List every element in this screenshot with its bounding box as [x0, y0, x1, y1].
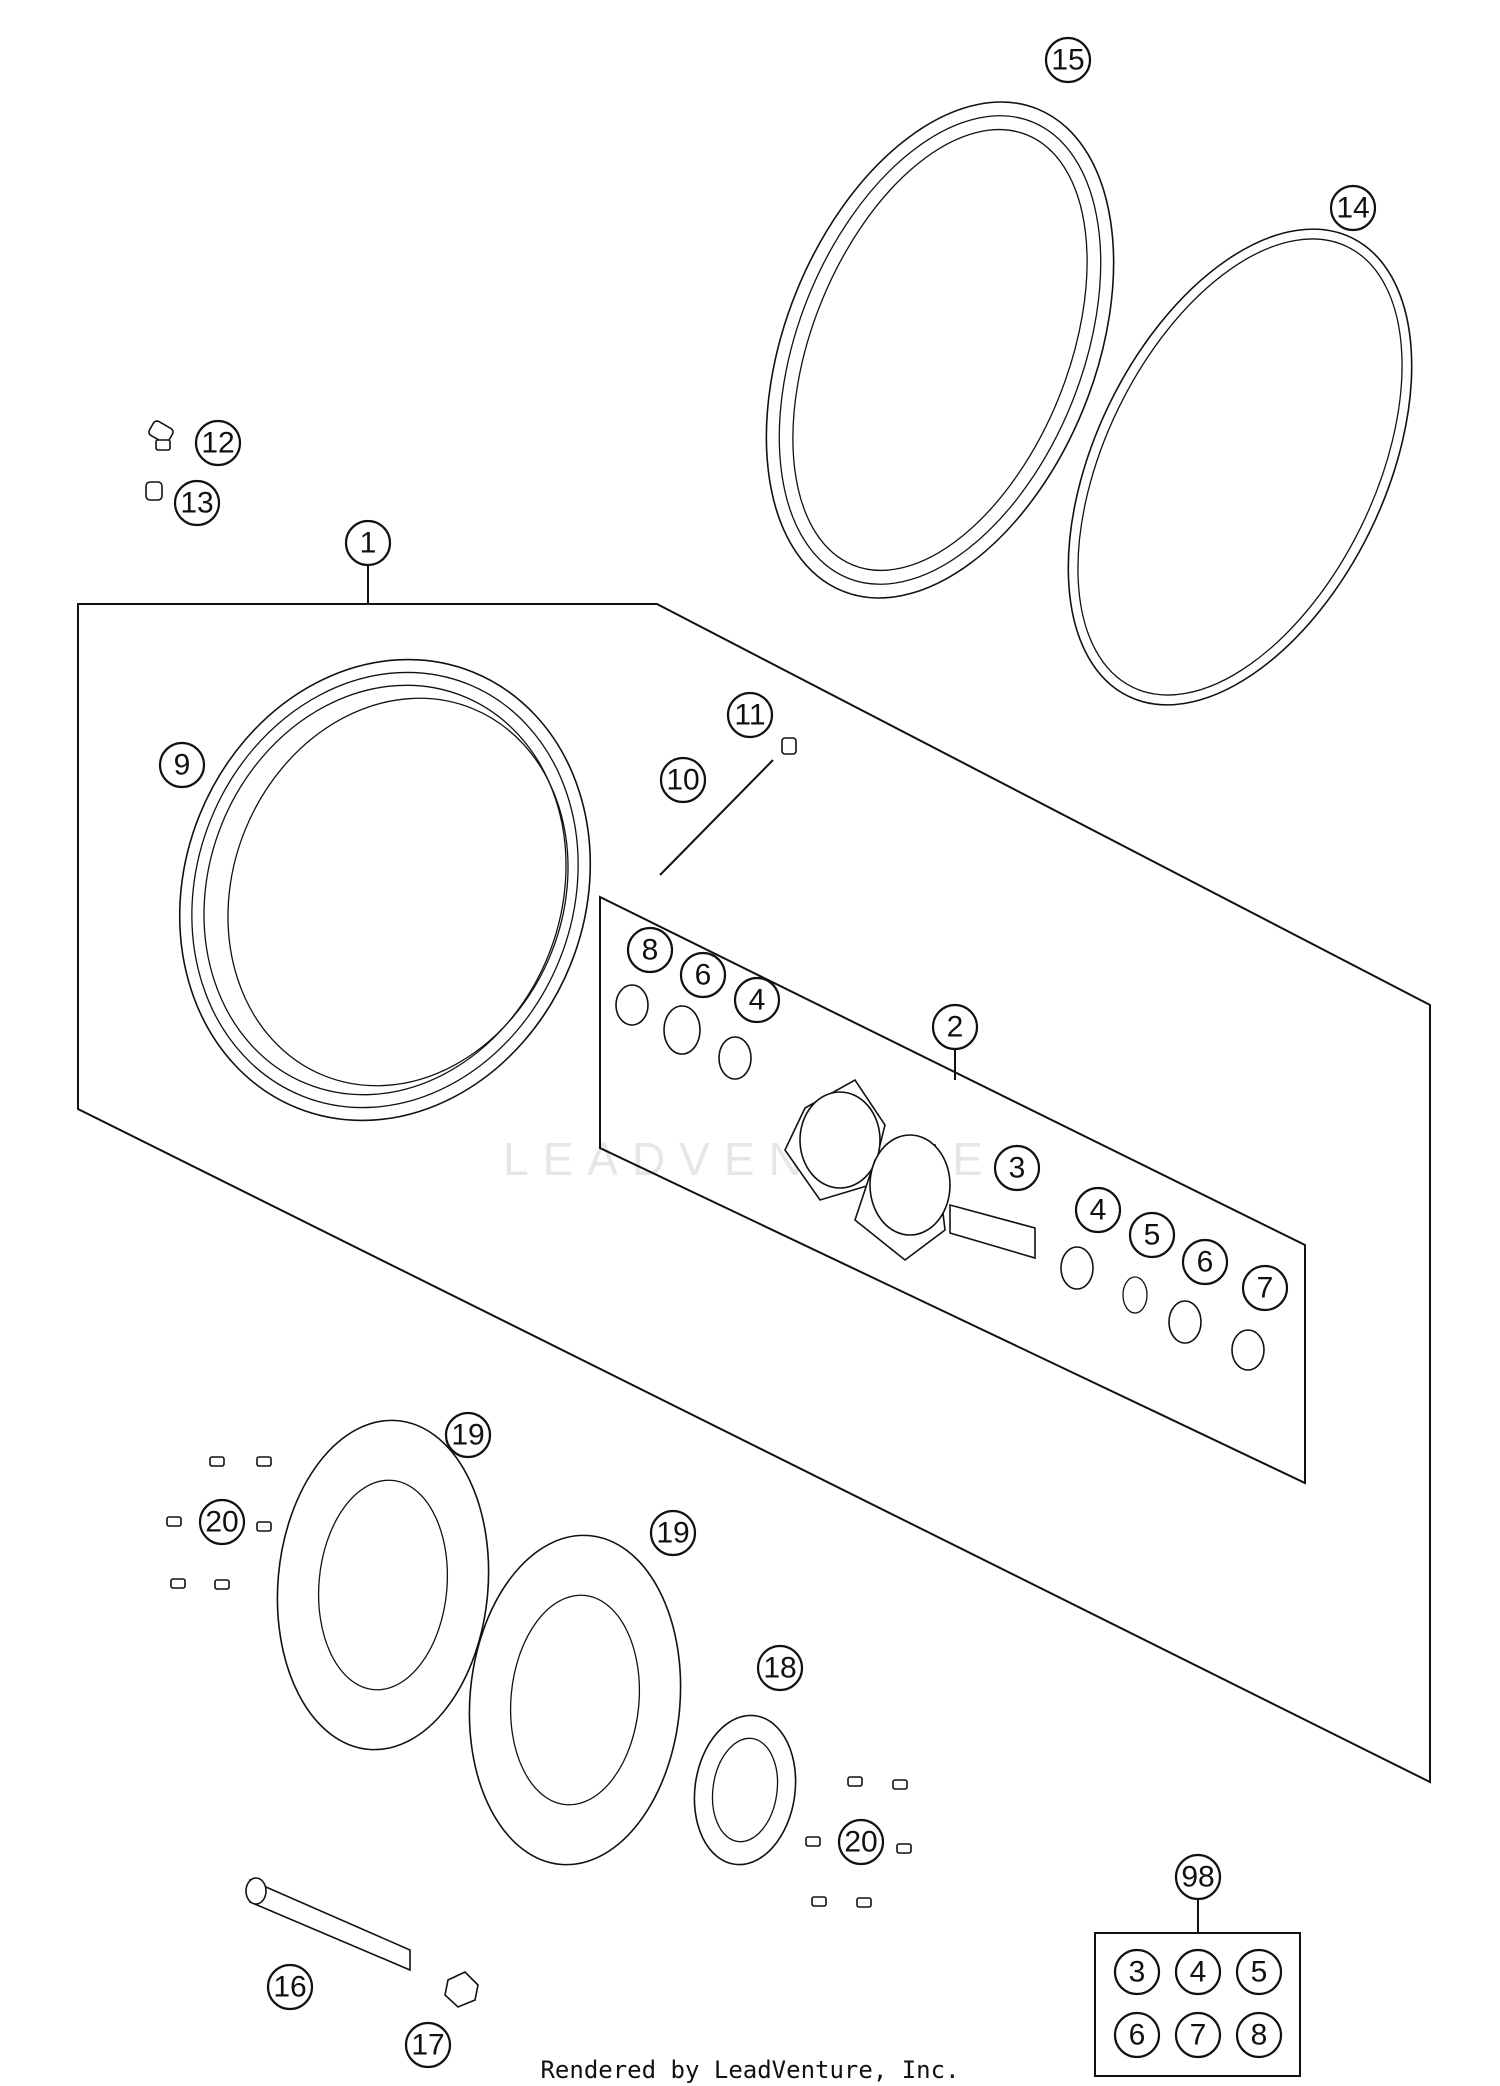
callout-9: 9 [158, 741, 206, 789]
svg-text:7: 7 [1190, 2019, 1207, 2052]
abs-sensor-ring-part [693, 1714, 797, 1866]
kit-98-item-1: 3 [1113, 1948, 1161, 1996]
spacer-part [615, 984, 649, 1026]
callout-7: 7 [1241, 1264, 1289, 1312]
callout-18: 18 [756, 1644, 804, 1692]
svg-text:6: 6 [1129, 2019, 1146, 2052]
brake-disc-part-1 [276, 1419, 490, 1751]
svg-text:10: 10 [666, 764, 699, 797]
svg-text:8: 8 [642, 934, 659, 967]
svg-text:14: 14 [1336, 192, 1369, 225]
callout-4b: 4 [1074, 1186, 1122, 1234]
svg-text:98: 98 [1181, 1861, 1214, 1894]
callout-3: 3 [993, 1144, 1041, 1192]
callout-13: 13 [173, 479, 221, 527]
axle-part [249, 1878, 411, 1972]
axle-nut-part [444, 1971, 479, 2008]
bolt-group-1 [166, 1456, 272, 1590]
callout-10: 10 [659, 756, 707, 804]
svg-text:20: 20 [205, 1506, 238, 1539]
kit-98-item-5: 7 [1174, 2011, 1222, 2059]
callout-19b: 19 [649, 1509, 697, 1557]
hub-part [784, 1078, 951, 1262]
valve-part [148, 420, 174, 451]
bearing-part [718, 1036, 752, 1080]
svg-text:3: 3 [1129, 1956, 1146, 1989]
svg-text:5: 5 [1144, 1219, 1161, 1252]
svg-text:20: 20 [844, 1826, 877, 1859]
svg-text:18: 18 [763, 1652, 796, 1685]
callout-20b: 20 [837, 1818, 885, 1866]
kit-98-item-6: 8 [1235, 2011, 1283, 2059]
seal-ring-part-2 [1168, 1300, 1202, 1344]
callout-2: 2 [931, 1003, 979, 1051]
svg-text:5: 5 [1251, 1956, 1268, 1989]
spacer-part-2 [1231, 1329, 1265, 1371]
callout-15: 15 [1044, 36, 1092, 84]
bearing-part-2 [1060, 1246, 1094, 1290]
svg-text:11: 11 [734, 699, 765, 732]
svg-text:1: 1 [360, 527, 377, 560]
svg-text:19: 19 [451, 1419, 484, 1452]
callout-12: 12 [194, 419, 242, 467]
callout-5: 5 [1128, 1211, 1176, 1259]
valve-cap-part [145, 481, 163, 501]
svg-text:4: 4 [749, 984, 766, 1017]
svg-text:2: 2 [947, 1011, 964, 1044]
callout-6a: 6 [679, 951, 727, 999]
hub-subassembly-outline [599, 895, 1306, 1485]
rim-part [178, 658, 592, 1122]
hub-sleeve-part [949, 1203, 1036, 1260]
tire-part [765, 101, 1115, 599]
svg-text:17: 17 [411, 2029, 444, 2062]
brake-disc-part-2 [468, 1534, 682, 1866]
kit-98-item-4: 6 [1113, 2011, 1161, 2059]
kit-98-box [1094, 1932, 1301, 2077]
svg-text:16: 16 [273, 1971, 306, 2004]
callout-16: 16 [266, 1963, 314, 2011]
seal-ring-part [663, 1005, 701, 1055]
svg-text:4: 4 [1090, 1194, 1107, 1227]
rim-tape-part [1067, 228, 1413, 706]
callout-17: 17 [404, 2021, 452, 2069]
footer-text: Rendered by LeadVenture, Inc. [540, 2056, 959, 2084]
callout-6b: 6 [1181, 1238, 1229, 1286]
callout-4a: 4 [733, 976, 781, 1024]
wheel-assembly-outline [77, 603, 1431, 1784]
svg-text:3: 3 [1009, 1152, 1026, 1185]
callout-19a: 19 [444, 1411, 492, 1459]
svg-text:6: 6 [695, 959, 712, 992]
kit-98-item-3: 5 [1235, 1948, 1283, 1996]
spoke-nipple-part [781, 737, 797, 755]
callout-1: 1 [344, 519, 392, 567]
svg-text:13: 13 [180, 487, 213, 520]
svg-text:7: 7 [1257, 1272, 1274, 1305]
svg-text:4: 4 [1190, 1956, 1207, 1989]
callout-11: 11 [726, 691, 774, 739]
callout-98: 98 [1174, 1853, 1222, 1901]
kit-98-item-2: 4 [1174, 1948, 1222, 1996]
bolt-group-2 [805, 1776, 912, 1908]
spoke-part [659, 759, 774, 876]
circlip-part [1122, 1276, 1148, 1314]
svg-text:12: 12 [201, 427, 234, 460]
callout-8: 8 [626, 926, 674, 974]
callout-14: 14 [1329, 184, 1377, 232]
callout-20a: 20 [198, 1498, 246, 1546]
svg-text:6: 6 [1197, 1246, 1214, 1279]
svg-text:9: 9 [174, 749, 191, 782]
svg-text:19: 19 [656, 1517, 689, 1550]
svg-text:8: 8 [1251, 2019, 1268, 2052]
svg-text:15: 15 [1051, 44, 1084, 77]
axle-end [245, 1877, 267, 1905]
